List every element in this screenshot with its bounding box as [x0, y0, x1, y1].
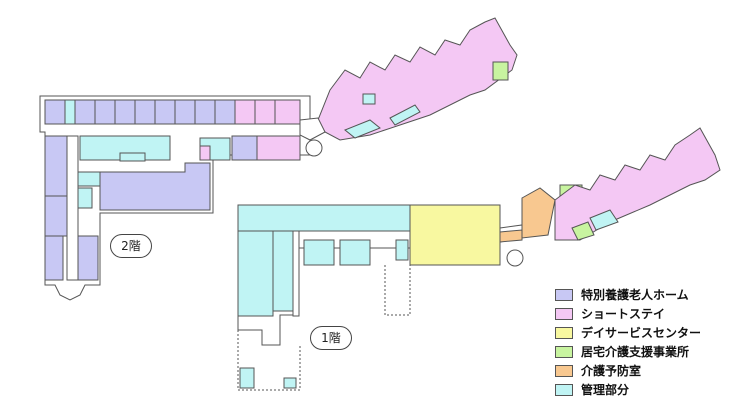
room-short — [256, 135, 301, 161]
first-floor-wing — [554, 127, 721, 241]
legend-item-day: デイサービスセンター — [555, 323, 701, 342]
first-floor — [237, 127, 721, 391]
legend-label: ショートステイ — [581, 307, 666, 321]
room-admin — [77, 171, 101, 187]
floor-label-2f: 2階 — [110, 234, 152, 258]
corridor — [66, 135, 79, 281]
room-admin — [389, 104, 421, 126]
room-prevent — [521, 187, 556, 239]
legend-item-prevent: 介護予防室 — [555, 361, 701, 380]
legend-label: 介護予防室 — [581, 364, 642, 378]
room-special — [74, 99, 96, 125]
legend-item-short: ショートステイ — [555, 304, 701, 323]
legend: 特別養護老人ホーム ショートステイ デイサービスセンター 居宅介護支援事業所 介… — [555, 285, 701, 399]
room-admin — [237, 204, 411, 232]
spiral-stair-icon — [305, 139, 323, 157]
room-special — [44, 135, 68, 197]
legend-label: 管理部分 — [581, 383, 630, 397]
room-admin — [119, 152, 146, 162]
room-special — [134, 99, 156, 125]
room-admin — [239, 367, 255, 389]
room-special — [154, 99, 176, 125]
room-day — [409, 204, 501, 266]
room-admin — [237, 230, 274, 317]
room-admin — [77, 187, 93, 209]
room-admin — [64, 99, 76, 125]
room-admin — [272, 230, 294, 312]
room-admin — [395, 239, 409, 261]
legend-swatch — [555, 326, 573, 339]
room-special — [44, 195, 68, 237]
legend-swatch — [555, 345, 573, 358]
legend-label: 特別養護老人ホーム — [581, 288, 689, 302]
second-floor-wing — [317, 17, 518, 141]
dotted-extension — [237, 330, 301, 391]
legend-item-special: 特別養護老人ホーム — [555, 285, 701, 304]
room-care — [571, 221, 595, 241]
floor-label-2f-text: 2階 — [121, 239, 141, 253]
room-care — [492, 61, 509, 81]
legend-swatch — [555, 383, 573, 396]
room-admin — [344, 119, 381, 139]
legend-label: 居宅介護支援事業所 — [581, 345, 690, 359]
room-short — [254, 99, 276, 125]
connector — [299, 117, 326, 141]
room-special — [94, 99, 116, 125]
room-admin — [283, 377, 297, 389]
room-special — [99, 162, 211, 211]
room-prevent — [499, 229, 523, 243]
legend-item-admin: 管理部分 — [555, 380, 701, 399]
room-special — [44, 99, 66, 125]
legend-swatch — [555, 307, 573, 320]
corridor — [292, 230, 300, 317]
room-special — [44, 235, 64, 281]
room-admin — [362, 93, 376, 105]
dotted-extension — [384, 265, 411, 316]
room-special — [194, 99, 216, 125]
legend-swatch — [555, 288, 573, 301]
legend-swatch — [555, 364, 573, 377]
room-short — [199, 145, 211, 161]
room-admin — [589, 209, 619, 231]
room-special — [77, 235, 99, 281]
legend-item-care: 居宅介護支援事業所 — [555, 342, 701, 361]
room-special — [214, 99, 236, 125]
room-special — [231, 135, 258, 161]
room-special — [114, 99, 136, 125]
second-floor — [39, 17, 518, 301]
room-admin — [339, 239, 371, 266]
floor-label-1f: 1階 — [310, 326, 352, 350]
room-short — [274, 99, 301, 125]
spiral-stair-icon — [506, 249, 524, 267]
room-short — [234, 99, 256, 125]
room-special — [174, 99, 196, 125]
legend-label: デイサービスセンター — [581, 326, 702, 340]
floor-label-1f-text: 1階 — [321, 331, 341, 345]
room-admin — [303, 239, 335, 266]
